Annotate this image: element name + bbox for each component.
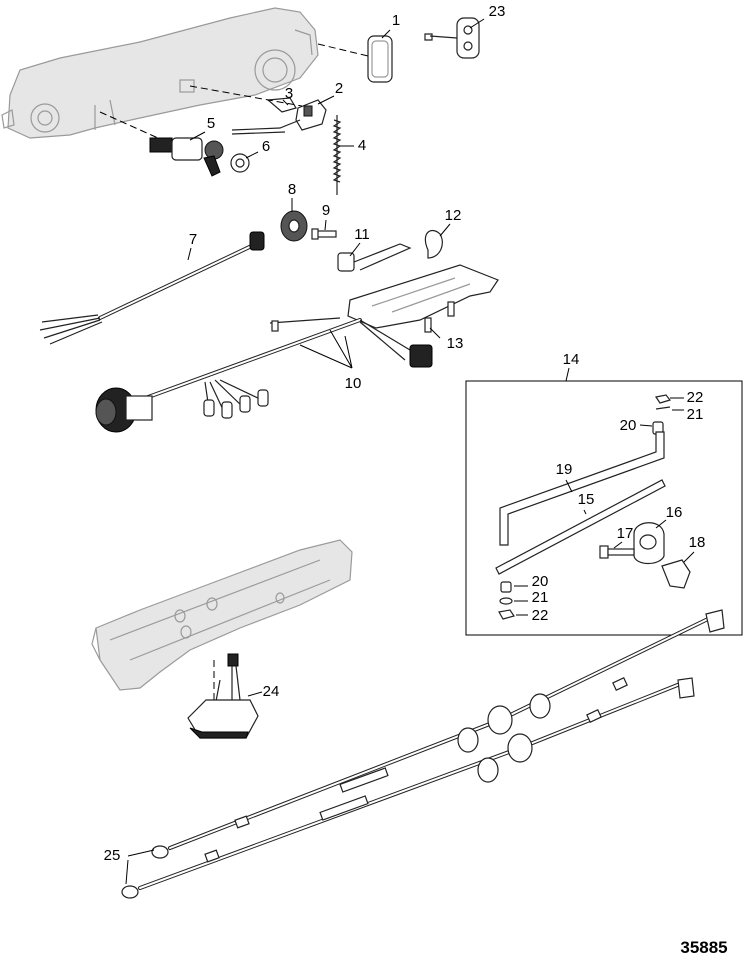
callout-23: 23 [489, 3, 506, 20]
part-11-clamp [337, 243, 412, 272]
callout-10: 10 [345, 375, 362, 392]
callout-19: 19 [556, 461, 573, 478]
callout-20b: 20 [532, 573, 549, 590]
part-3-bracket [231, 97, 301, 135]
callout-14: 14 [563, 351, 580, 368]
callout-21b: 21 [532, 589, 549, 606]
callout-2: 2 [335, 80, 343, 97]
callout-21a: 21 [687, 406, 704, 423]
part-7-harness [39, 231, 265, 345]
callout-3: 3 [285, 85, 293, 102]
callout-15: 15 [578, 491, 595, 508]
callout-6: 6 [262, 138, 270, 155]
part-5-key-switch [149, 137, 224, 177]
part-2-switch [295, 99, 327, 131]
part-1-cover [367, 35, 393, 83]
callout-5: 5 [207, 115, 215, 132]
callout-12: 12 [445, 207, 462, 224]
callout-7: 7 [189, 231, 197, 248]
part-10-harness [95, 264, 499, 433]
callout-11: 11 [354, 226, 370, 243]
tiller-handle-housing [1, 7, 319, 139]
callout-24: 24 [263, 683, 280, 700]
callout-20a: 20 [620, 417, 637, 434]
callout-13: 13 [447, 335, 464, 352]
callout-22b: 22 [532, 607, 549, 624]
part-23-plate [424, 17, 480, 59]
part-9-screw [311, 228, 337, 240]
callout-9: 9 [322, 202, 330, 219]
part-8-grommet [280, 210, 308, 242]
part-25-cables [121, 609, 725, 899]
part-13-screws [271, 301, 455, 333]
part-4-spring [332, 115, 342, 195]
kit-14-box [465, 367, 743, 636]
callout-4: 4 [358, 137, 366, 154]
lower-cowl [91, 539, 353, 691]
callout-18: 18 [689, 534, 706, 551]
callout-25: 25 [104, 847, 121, 864]
part-24-switch [187, 653, 263, 739]
callout-17: 17 [617, 525, 634, 542]
part-12-strap [424, 229, 443, 259]
part-6-nut [230, 153, 250, 173]
callout-22a: 22 [687, 389, 704, 406]
document-number: 35885 [680, 938, 727, 957]
callout-16: 16 [666, 504, 683, 521]
callout-8: 8 [288, 181, 296, 198]
callout-1: 1 [392, 12, 400, 29]
